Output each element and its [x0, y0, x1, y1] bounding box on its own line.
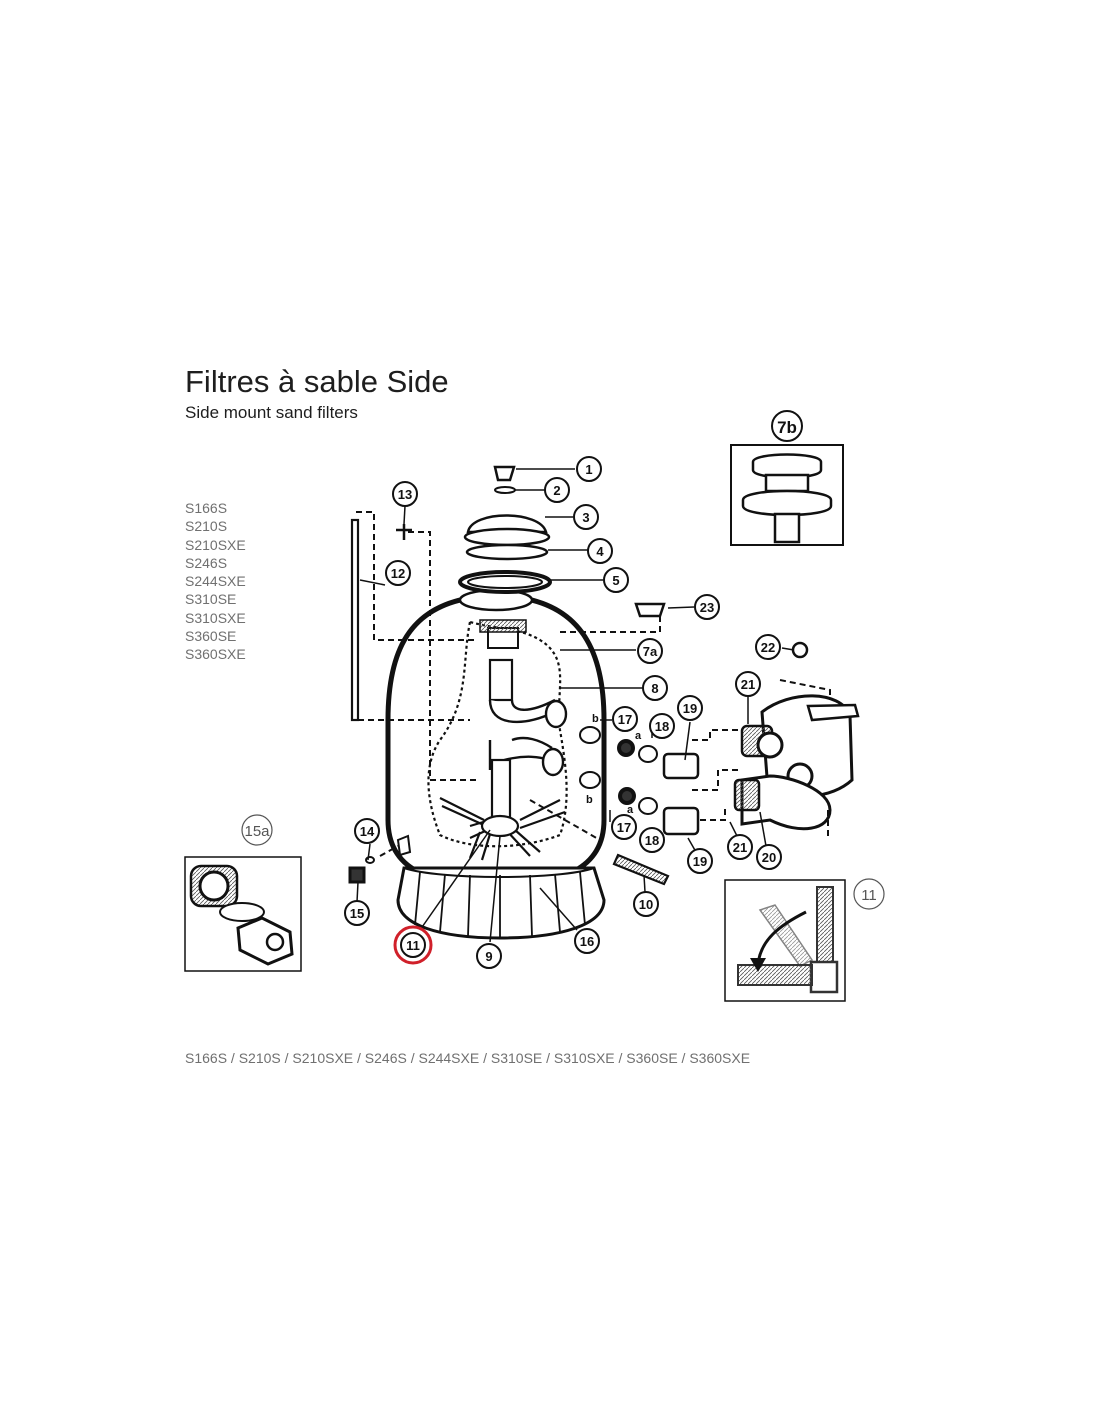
- svg-text:9: 9: [485, 949, 492, 964]
- callout-18-bottom: 18: [639, 827, 665, 853]
- svg-text:22: 22: [761, 640, 775, 655]
- union-fittings: [579, 602, 700, 886]
- svg-text:16: 16: [580, 934, 594, 949]
- callout-20: 20: [756, 844, 782, 870]
- callout-1: 1: [576, 456, 602, 482]
- model-item: S246S: [185, 554, 228, 571]
- callout-8: 8: [642, 675, 668, 701]
- footer-model-list: S166S / S210S / S210SXE / S246S / S244SX…: [185, 1050, 751, 1066]
- svg-text:18: 18: [645, 833, 659, 848]
- callout-17-top: 17: [612, 706, 638, 732]
- svg-text:12: 12: [391, 566, 405, 581]
- svg-text:17: 17: [617, 820, 631, 835]
- svg-text:3: 3: [582, 510, 589, 525]
- assembly-lines: [356, 511, 831, 857]
- callout-7a: 7a: [637, 638, 663, 664]
- callout-21-top: 21: [735, 671, 761, 697]
- sub-labels: b a b a: [586, 713, 642, 816]
- callouts: 1 2 3 4 5 23 7a 8 17 18 19 21 22 17 18 1…: [344, 456, 782, 969]
- model-item: S360SE: [185, 628, 237, 645]
- drain-plug-parts: [348, 856, 375, 884]
- callout-15: 15: [344, 900, 370, 926]
- svg-text:5: 5: [612, 573, 619, 588]
- svg-text:15a: 15a: [244, 823, 270, 840]
- callout-16: 16: [574, 928, 600, 954]
- model-item: S210SXE: [185, 536, 246, 553]
- svg-text:11: 11: [406, 938, 420, 953]
- callout-19-top: 19: [677, 695, 703, 721]
- svg-text:14: 14: [360, 824, 375, 839]
- svg-text:8: 8: [651, 681, 658, 696]
- callout-3: 3: [573, 504, 599, 530]
- model-item: S360SXE: [185, 646, 246, 663]
- svg-text:b: b: [592, 713, 599, 725]
- top-cap-parts: [458, 465, 552, 594]
- svg-text:2: 2: [553, 483, 560, 498]
- svg-text:11: 11: [861, 887, 877, 904]
- model-item: S310SE: [185, 591, 237, 608]
- svg-text:19: 19: [683, 701, 697, 716]
- svg-text:4: 4: [596, 544, 604, 559]
- svg-text:a: a: [627, 804, 634, 816]
- multiport-valve: [733, 641, 860, 831]
- svg-text:1: 1: [585, 462, 592, 477]
- model-item: S166S: [185, 500, 228, 516]
- svg-text:21: 21: [741, 677, 755, 692]
- model-item: S210S: [185, 518, 228, 535]
- svg-text:21: 21: [733, 840, 747, 855]
- callout-2: 2: [544, 477, 570, 503]
- callout-14: 14: [354, 818, 380, 844]
- svg-text:18: 18: [655, 719, 669, 734]
- callout-12: 12: [385, 560, 411, 586]
- svg-text:7b: 7b: [777, 418, 797, 437]
- callout-9: 9: [476, 943, 502, 969]
- svg-text:b: b: [586, 794, 593, 806]
- callout-23: 23: [694, 594, 720, 620]
- svg-text:23: 23: [700, 600, 714, 615]
- svg-text:13: 13: [398, 487, 412, 502]
- callout-13: 13: [392, 481, 418, 507]
- callout-5: 5: [603, 567, 629, 593]
- model-item: S244SXE: [185, 573, 246, 590]
- inset-7b: 7b: [730, 410, 844, 546]
- callout-19-bottom: 19: [687, 848, 713, 874]
- inset-15a: 15a: [184, 814, 302, 972]
- filter-tank: [385, 588, 607, 940]
- page-title: Filtres à sable Side: [185, 364, 449, 399]
- model-item: S310SXE: [185, 609, 246, 626]
- callout-4: 4: [587, 538, 613, 564]
- callout-17-bottom: 17: [611, 814, 637, 840]
- svg-text:20: 20: [762, 850, 776, 865]
- model-list: S166S S210S S210SXE S246S S244SXE S310SE…: [185, 499, 246, 664]
- callout-18-top: 18: [649, 713, 675, 739]
- page-subtitle: Side mount sand filters: [185, 403, 358, 422]
- callout-11-highlighted: 11: [393, 925, 433, 965]
- callout-10: 10: [633, 891, 659, 917]
- clamp-rod: [350, 518, 412, 722]
- svg-text:10: 10: [639, 897, 653, 912]
- svg-text:15: 15: [350, 906, 364, 921]
- svg-text:17: 17: [618, 712, 632, 727]
- svg-text:7a: 7a: [643, 644, 658, 659]
- svg-text:19: 19: [693, 854, 707, 869]
- callout-22: 22: [755, 634, 781, 660]
- inset-11: 11: [724, 878, 885, 1002]
- callout-21-bottom: 21: [727, 834, 753, 860]
- svg-text:a: a: [635, 730, 642, 742]
